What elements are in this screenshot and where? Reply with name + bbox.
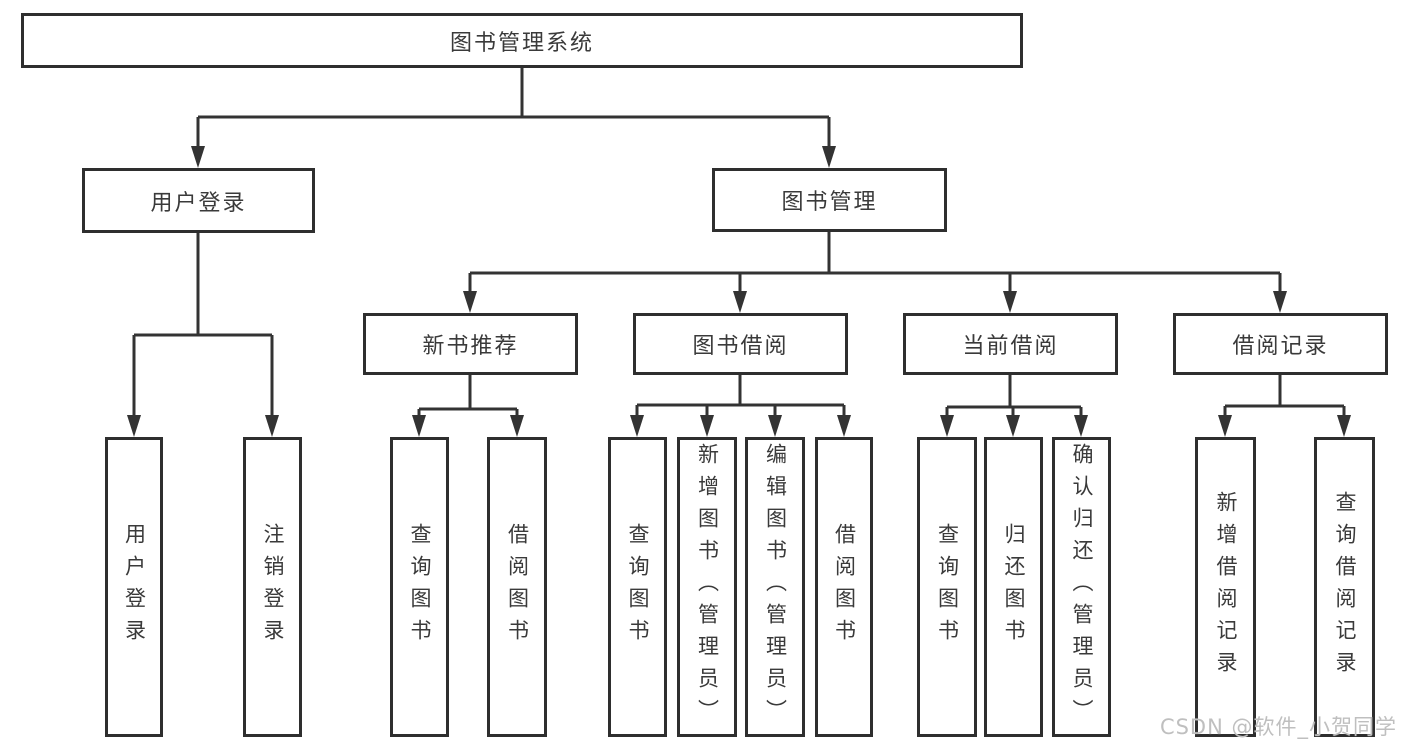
node-library-system: 图书管理系统 [21, 13, 1023, 68]
node-label: 确认归还（管理员） [1070, 443, 1094, 731]
leaf-current-query-books: 查询图书 [917, 437, 977, 737]
node-label: 图书借阅 [692, 334, 789, 359]
node-book-management: 图书管理 [712, 168, 947, 232]
connector-arrowheads [127, 146, 1351, 437]
node-label: 借阅图书 [832, 523, 857, 651]
node-label: 查询图书 [626, 523, 650, 651]
node-new-book-recommend: 新书推荐 [363, 313, 578, 375]
node-label: 用户登录 [150, 190, 247, 216]
leaf-current-return-books: 归还图书 [984, 437, 1043, 737]
node-book-borrowing: 图书借阅 [633, 313, 848, 375]
leaf-records-add-record: 新增借阅记录 [1195, 437, 1256, 737]
leaf-borrowing-query-books: 查询图书 [608, 437, 667, 737]
leaf-logout: 注销登录 [243, 437, 302, 737]
node-current-borrowing: 当前借阅 [903, 313, 1118, 375]
node-label: 用户登录 [122, 523, 147, 651]
node-label: 注销登录 [261, 523, 285, 651]
leaf-current-confirm-return-admin: 确认归还（管理员） [1052, 437, 1111, 737]
leaf-newbook-query-books: 查询图书 [390, 437, 449, 737]
node-label: 查询借阅记录 [1333, 491, 1357, 683]
node-label: 查询图书 [935, 523, 960, 651]
connector-lines [132, 68, 1346, 421]
node-label: 编辑图书（管理员） [763, 443, 788, 731]
node-label: 借阅图书 [505, 523, 530, 651]
leaf-borrowing-add-books-admin: 新增图书（管理员） [677, 437, 737, 737]
node-label: 新增借阅记录 [1214, 491, 1238, 683]
leaf-records-query-record: 查询借阅记录 [1314, 437, 1375, 737]
node-label: 查询图书 [408, 523, 432, 651]
leaf-user-login: 用户登录 [105, 437, 163, 737]
node-label: 新书推荐 [422, 334, 519, 359]
leaf-newbook-borrow-books: 借阅图书 [487, 437, 547, 737]
node-label: 借阅记录 [1232, 334, 1329, 359]
node-label: 新增图书（管理员） [695, 443, 720, 731]
node-label: 当前借阅 [962, 334, 1059, 359]
node-label: 归还图书 [1002, 523, 1026, 651]
csdn-watermark: CSDN @软件_小贺同学 [1159, 715, 1397, 739]
node-borrowing-records: 借阅记录 [1173, 313, 1388, 375]
node-label: 图书管理系统 [449, 30, 594, 56]
leaf-borrowing-edit-books-admin: 编辑图书（管理员） [745, 437, 805, 737]
node-user-login: 用户登录 [82, 168, 315, 233]
leaf-borrowing-borrow-books: 借阅图书 [815, 437, 873, 737]
node-label: 图书管理 [781, 190, 878, 215]
